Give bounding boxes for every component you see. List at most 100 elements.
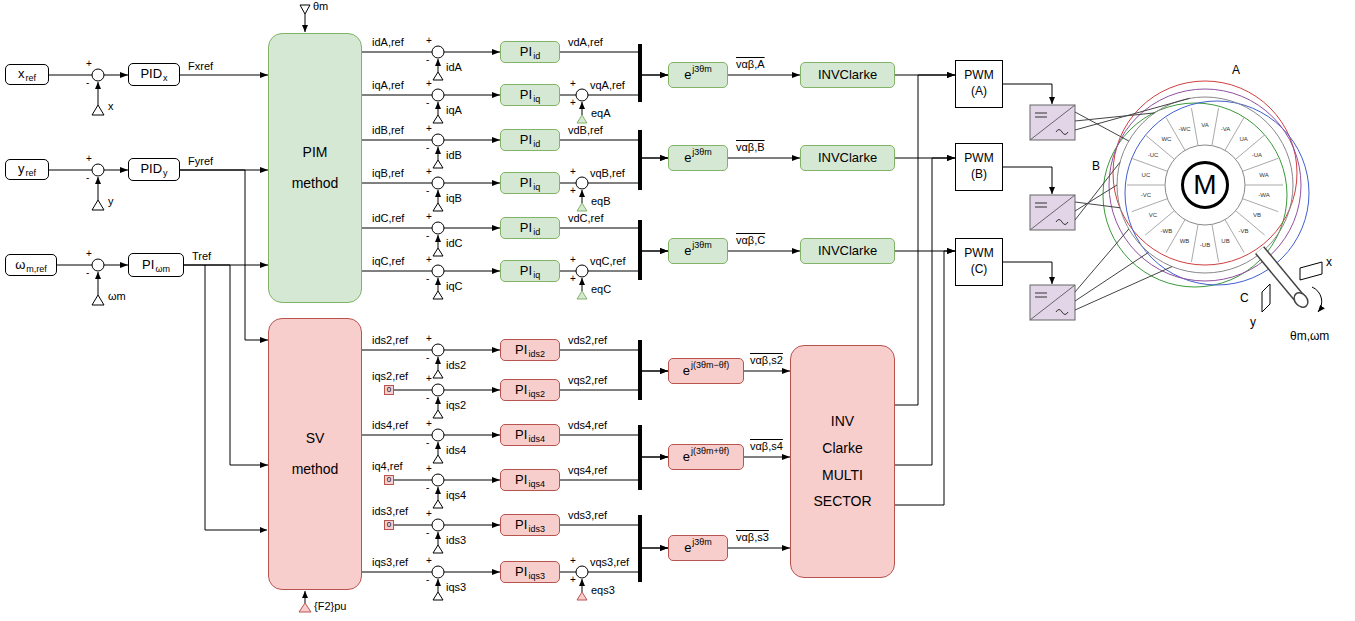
signal-connector	[728, 158, 800, 159]
summing-junction	[432, 474, 444, 486]
controller-box: PIiqs4	[500, 469, 560, 491]
stator-tooth	[1127, 185, 1165, 186]
signal-label: θm	[313, 1, 328, 12]
index-text: ωm	[155, 264, 170, 274]
inverter-box	[1030, 195, 1075, 230]
signal-connector	[362, 271, 500, 272]
signal-label: iqC,ref	[372, 256, 404, 267]
signal-label: y	[1250, 316, 1256, 328]
ac-symbol	[1056, 310, 1068, 315]
signal-connector	[362, 228, 500, 229]
winding-label: WC	[1161, 136, 1171, 142]
x-sensor	[1300, 262, 1322, 280]
zero-reference: 0	[384, 385, 394, 395]
box-text: ω	[15, 258, 25, 273]
winding-label: -WB	[1161, 228, 1173, 234]
summing-junction	[92, 259, 104, 271]
signal-label: ids2	[446, 360, 466, 371]
index-text: ids2	[528, 349, 545, 359]
signal-label: vqA,ref	[590, 80, 625, 91]
phase-wire	[1075, 98, 1190, 130]
controller-box: PIiqs2	[500, 379, 560, 401]
sign-label: -	[86, 173, 89, 183]
signal-box: PIDx	[128, 63, 180, 86]
signal-label: iqA	[446, 105, 462, 116]
signal-label: vαβ,s4	[750, 441, 783, 452]
box-text: PI	[515, 428, 527, 443]
controller-box: PIiq	[500, 172, 560, 194]
sensor-triangle	[433, 203, 443, 211]
dc-symbol	[1035, 203, 1047, 207]
sign-label: +	[426, 334, 432, 344]
box-text: e	[683, 450, 690, 465]
signal-connector	[362, 52, 500, 53]
controller-box: INVClarke	[800, 62, 895, 88]
signal-label: x	[1326, 256, 1332, 268]
stator-tooth	[1243, 199, 1279, 212]
winding-label: -UC	[1148, 152, 1159, 158]
sensor-triangle	[433, 160, 443, 168]
mux-bar	[638, 340, 642, 400]
signal-label: iqA,ref	[372, 80, 404, 91]
box-text: PID	[140, 67, 162, 82]
signal-connector	[362, 350, 500, 351]
stator-tooth	[1145, 211, 1174, 235]
controller-box: PIid	[500, 129, 560, 151]
box-text: 0	[387, 521, 391, 529]
signal-connector	[184, 265, 268, 465]
index-text: j3θm	[692, 537, 712, 547]
stator-tooth	[1225, 220, 1244, 253]
signal-label: vdB,ref	[568, 125, 603, 136]
controller-box: PIids2	[500, 339, 560, 361]
zero-reference: 0	[384, 475, 394, 485]
pwm-line	[1000, 262, 1052, 284]
box-text: 0	[387, 476, 391, 484]
winding-label: -WC	[1178, 126, 1190, 132]
sign-label: +	[86, 59, 92, 69]
stator-tooth	[1212, 108, 1219, 145]
sensor-triangle	[433, 500, 443, 508]
summing-junction	[432, 134, 444, 146]
winding-label: UB	[1221, 238, 1229, 244]
feedback-line	[305, 14, 306, 32]
signal-label: Tref	[192, 251, 211, 262]
summing-junction	[432, 177, 444, 189]
winding-label: -VC	[1141, 192, 1151, 198]
feedback-line	[98, 82, 99, 105]
feedback-line	[438, 102, 439, 115]
index-text: m,ref	[26, 264, 47, 274]
signal-connector	[560, 435, 668, 457]
sensor-triangle	[433, 455, 443, 463]
signal-connector	[560, 371, 668, 390]
feedback-line	[438, 532, 439, 545]
sensor-triangle	[433, 592, 443, 600]
controller-box: INVClarke	[800, 238, 895, 264]
signal-connector	[728, 75, 800, 76]
controller-box: ej3θm	[668, 145, 728, 171]
pwm-block: PWM (A)	[955, 60, 1003, 108]
controller-box: ej3θm	[668, 62, 728, 88]
sign-label: +	[426, 255, 432, 265]
controller-box: ej3θm	[668, 535, 728, 561]
controller-box: ej(3θm−θf)	[668, 358, 744, 384]
winding-label: UA	[1239, 136, 1247, 142]
feedback-line	[582, 579, 583, 592]
winding-label: VB	[1253, 212, 1261, 218]
box-text: INV Clarke MULTI SECTOR	[812, 408, 874, 514]
summing-junction	[432, 384, 444, 396]
winding-label: WB	[1180, 238, 1190, 244]
inverter-box	[1030, 105, 1075, 140]
sign-label: -	[426, 231, 429, 241]
emf-triangle	[577, 115, 587, 123]
stator-tooth	[1191, 224, 1198, 261]
index-text: iqs4	[528, 479, 545, 489]
signal-connector	[560, 251, 668, 271]
signal-label: Fyref	[188, 156, 213, 167]
mux-bar	[638, 515, 642, 582]
summing-junction	[576, 566, 588, 578]
index-text: iq	[533, 182, 540, 192]
controller-box: ej3θm	[668, 238, 728, 264]
signal-label: y	[108, 196, 114, 207]
